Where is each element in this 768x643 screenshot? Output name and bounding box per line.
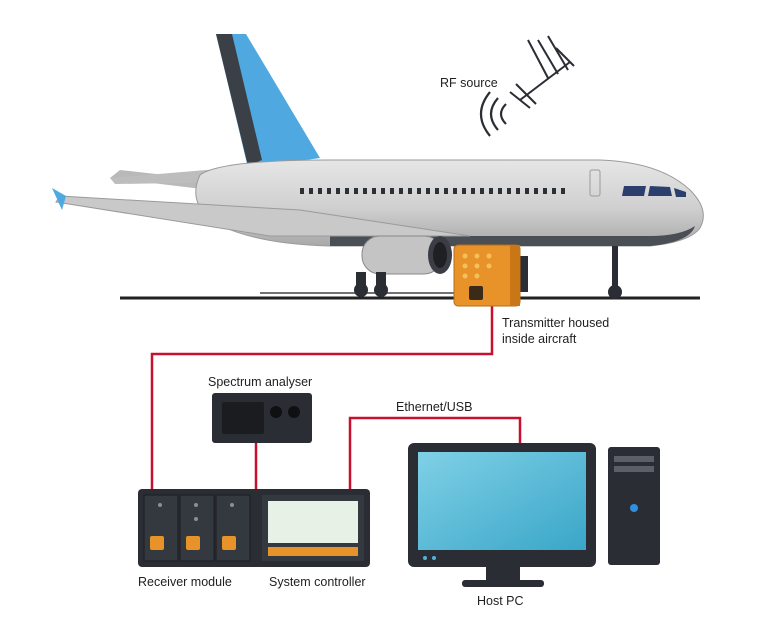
monitor-stand <box>462 580 544 587</box>
aircraft <box>52 34 704 299</box>
transmitter-label: Transmitter housed inside aircraft <box>502 315 609 347</box>
system-controller-label: System controller <box>269 575 366 589</box>
monitor-neck <box>486 567 520 581</box>
host-pc-label: Host PC <box>477 594 524 608</box>
spectrum-analyser <box>212 393 312 443</box>
rf-source-label: RF source <box>440 76 498 90</box>
host-pc-monitor <box>408 443 596 587</box>
landing-gear <box>354 246 622 299</box>
rf-wave-icon <box>479 91 507 137</box>
analyser-knob <box>270 406 282 418</box>
transmitter-port <box>469 286 483 300</box>
receiver-module <box>143 494 251 562</box>
rf-antenna-icon <box>509 35 575 109</box>
cable-controller-pc <box>348 416 522 492</box>
receiver-port <box>186 536 200 550</box>
analyser-knob <box>288 406 300 418</box>
engine <box>361 235 452 275</box>
transmitter-box <box>453 244 521 307</box>
cabin-windows <box>300 188 565 194</box>
receiver-module-label: Receiver module <box>138 575 232 589</box>
power-led-icon <box>630 504 638 512</box>
transmitter-label-line1: Transmitter housed <box>502 316 610 330</box>
cables <box>150 304 522 492</box>
monitor-screen <box>418 452 586 550</box>
analyser-screen <box>222 402 264 434</box>
spectrum-analyser-label: Spectrum analyser <box>208 375 313 389</box>
cockpit-windows <box>622 186 686 197</box>
cable-transmitter-receiver <box>150 304 494 490</box>
pc-tower <box>608 447 660 565</box>
winglet <box>52 188 66 210</box>
receiver-port <box>150 536 164 550</box>
receiver-port <box>222 536 236 550</box>
tail-fin-edge <box>216 34 262 166</box>
transmitter-label-line2: inside aircraft <box>502 332 577 346</box>
controller-display <box>268 501 358 543</box>
controller-strip <box>268 547 358 556</box>
system-controller <box>262 495 364 561</box>
near-wing <box>55 195 471 237</box>
equipment-rack <box>138 489 370 567</box>
ethernet-usb-label: Ethernet/USB <box>396 400 473 414</box>
door <box>589 169 601 197</box>
